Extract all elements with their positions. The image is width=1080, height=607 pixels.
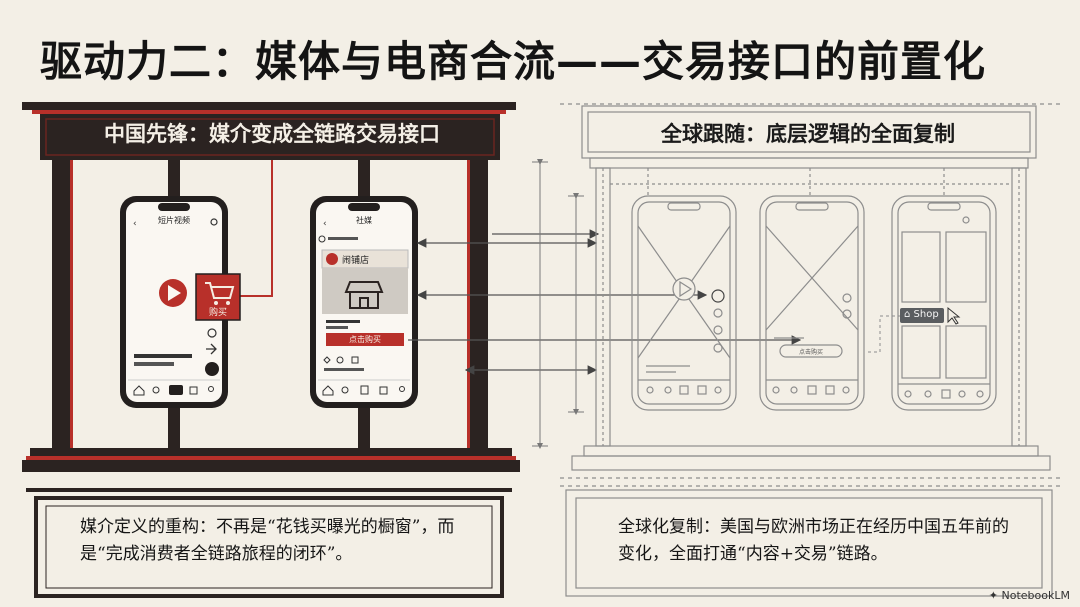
left-banner-title: 中国先锋：媒介变成全链路交易接口 (104, 122, 440, 146)
wireframe-phone-2 (759, 195, 865, 411)
buy-now-button[interactable] (326, 333, 404, 346)
shop-link-line (868, 315, 900, 353)
page-title: 驱动力二：媒体与电商合流——交易接口的前置化 (40, 37, 987, 86)
right-caption: 全球化复制：美国与欧洲市场正在经历中国五年前的变化，全面打通“内容+交易”链路。 (618, 517, 1009, 564)
left-frame (22, 102, 520, 472)
shop-button[interactable] (900, 308, 944, 323)
caption-frame-right (560, 485, 1060, 597)
caption-frame-left (26, 488, 512, 598)
cart-link-line (240, 160, 273, 297)
svg-text:‹: ‹ (323, 219, 327, 229)
phone-short-video: ‹ (120, 196, 228, 408)
phone2-title: 社媒 (356, 216, 372, 225)
svg-text:‹: ‹ (133, 219, 137, 229)
brand-text: NotebookLM (1001, 589, 1070, 602)
right-banner-title: 全球跟随：底层逻辑的全面复制 (661, 122, 955, 146)
phone-social: ‹ (310, 196, 418, 408)
cart-icon[interactable] (195, 273, 241, 321)
cart-label: 购买 (208, 308, 227, 318)
connector-arrows (408, 229, 802, 375)
brand-watermark: ✦ NotebookLM (988, 589, 1070, 602)
wf-buy-label: 点击购买 (798, 349, 823, 356)
right-frame (560, 103, 1060, 479)
phone1-title: 短片视频 (158, 216, 190, 225)
store-icon (344, 281, 384, 309)
shop-text: Shop (913, 309, 939, 320)
wireframe-phone-1 (631, 195, 737, 411)
cursor-icon (947, 306, 961, 325)
shop-button-label: ⌂ Shop (904, 309, 939, 320)
wf-cart-icon[interactable] (711, 289, 725, 303)
left-caption: 媒介定义的重构：不再是“花钱买曝光的橱窗”，而是“完成消费者全链路旅程的闭环”。 (80, 517, 455, 564)
shop-name: 闹铺店 (342, 256, 370, 266)
buy-now-label: 点击购买 (349, 335, 381, 344)
wf-buy-button[interactable] (779, 344, 843, 358)
wireframe-phone-3 (891, 195, 997, 411)
dimension-lines (532, 159, 584, 449)
